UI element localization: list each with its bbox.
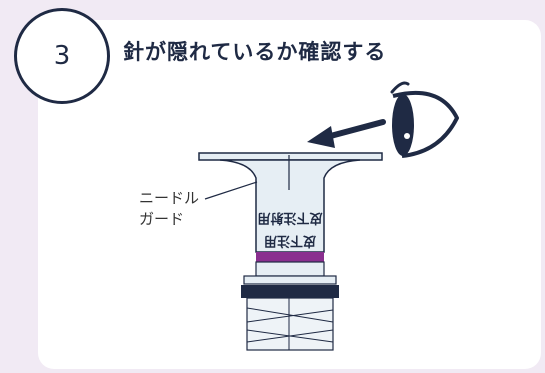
syringe-label-line1: 皮下注用 bbox=[264, 233, 317, 248]
needle-guard-label: ニードル ガード bbox=[139, 188, 209, 230]
step-title: 針が隠れているか確認する bbox=[123, 40, 387, 64]
callout-line bbox=[204, 181, 258, 200]
syringe-barrel bbox=[241, 261, 339, 351]
step-number: 3 bbox=[53, 41, 71, 71]
step-number-circle: 3 bbox=[14, 8, 110, 104]
arrow-left-icon bbox=[307, 119, 386, 148]
plunger-band bbox=[256, 252, 324, 262]
needle-guard-label-line2: ガード bbox=[139, 210, 185, 228]
syringe-label: 皮下注用 皮下注射用 bbox=[255, 200, 325, 252]
needle-guard-label-line1: ニードル bbox=[139, 189, 200, 207]
syringe-label-line2: 皮下注射用 bbox=[257, 210, 323, 225]
eye-icon bbox=[390, 81, 459, 158]
